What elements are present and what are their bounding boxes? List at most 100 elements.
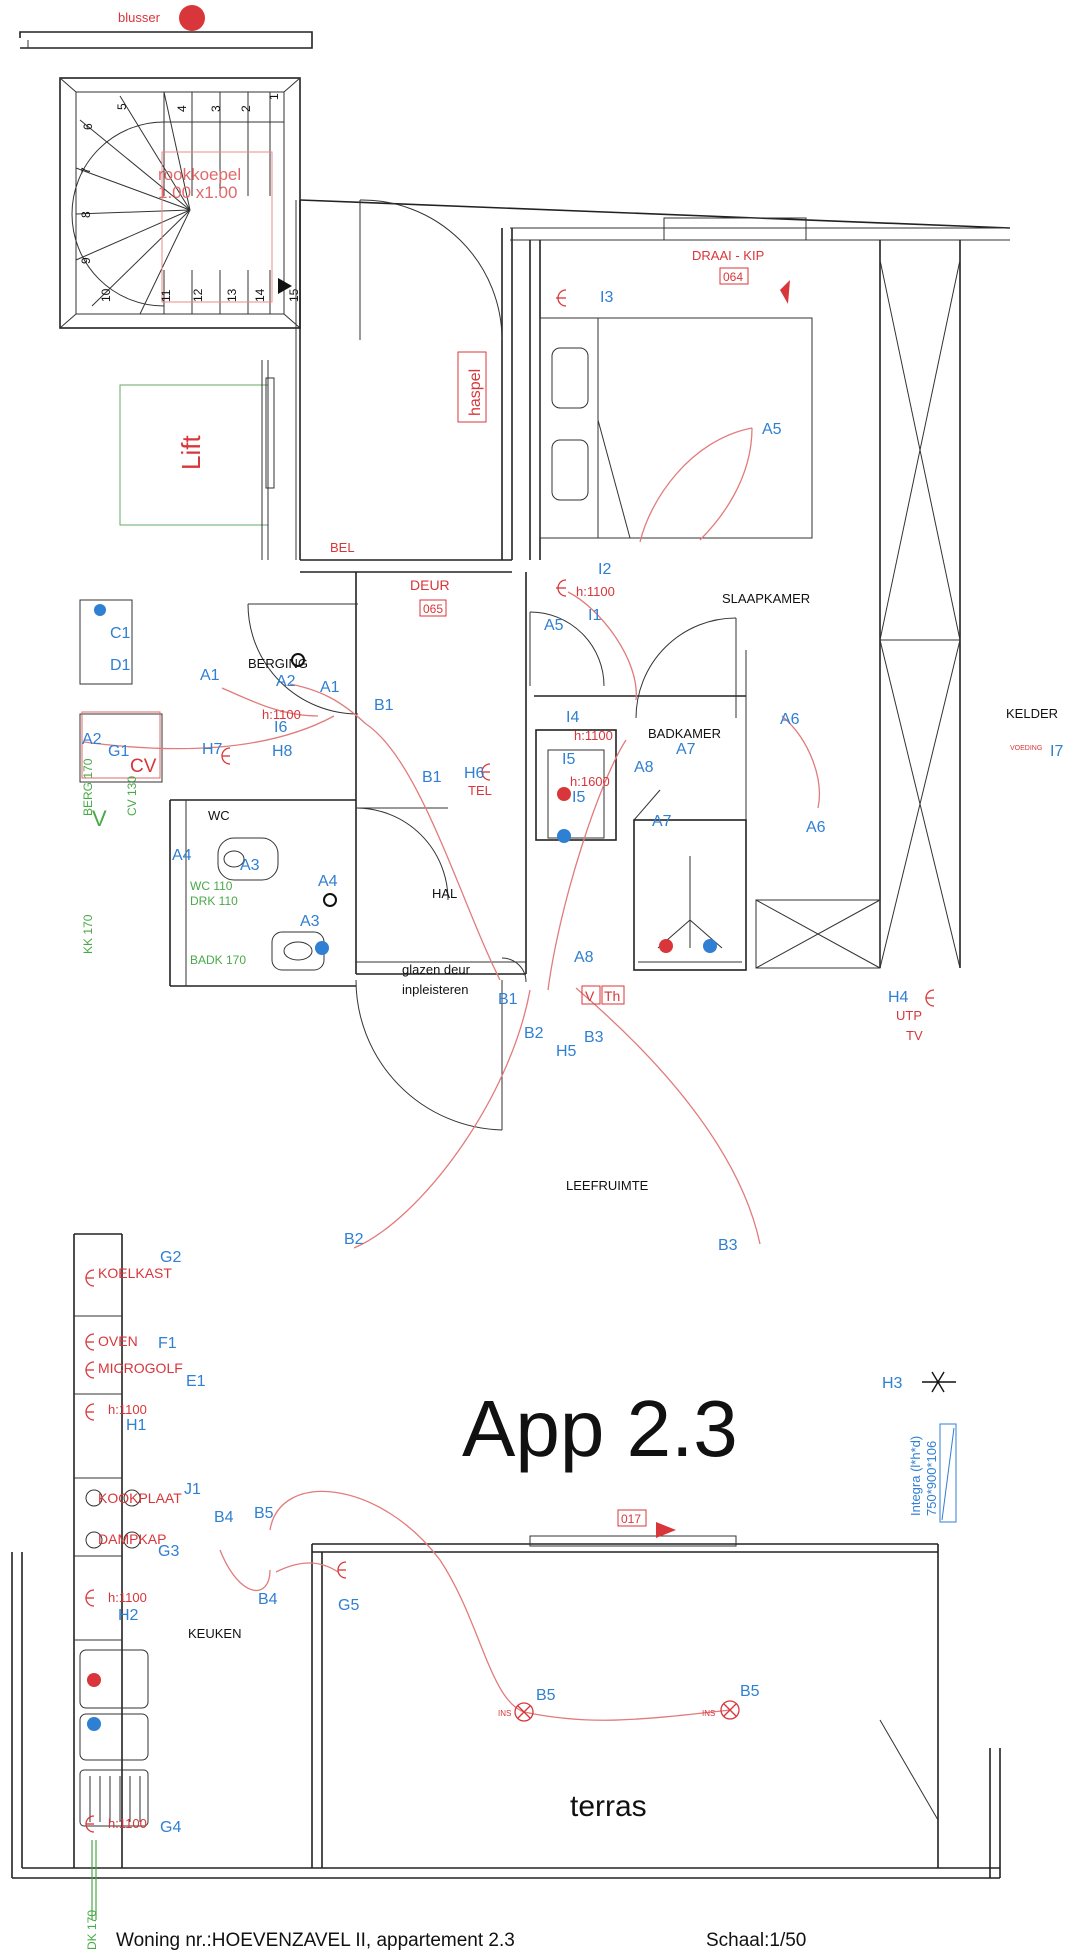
utp-label: UTP [896, 1008, 922, 1023]
tel-label: TEL [468, 783, 492, 798]
height-label: h:1100 [108, 1816, 147, 1831]
stair-number: 8 [79, 211, 93, 218]
lift-label: Lift [176, 435, 206, 470]
circuit-label: I5 [572, 789, 585, 806]
circuit-label: B1 [422, 769, 442, 786]
circuit-label: A3 [240, 857, 260, 874]
circuit-label: G2 [160, 1249, 181, 1266]
drk-label: DRK 110 [190, 894, 238, 908]
glazen-deur-label: glazen deur [402, 962, 471, 977]
badk-label: BADK 170 [190, 953, 246, 967]
circuit-label: A7 [652, 813, 672, 830]
fire-extinguisher-icon [179, 5, 205, 31]
circuit-label: A4 [172, 847, 192, 864]
walls [79, 199, 1011, 987]
berg-label: BERG 170 [81, 758, 95, 816]
circuit-label: I6 [274, 719, 287, 736]
circuit-label: G4 [160, 1819, 181, 1836]
circuit-label: A7 [676, 741, 696, 758]
tv-label: TV [906, 1028, 923, 1043]
circuit-label: B1 [374, 697, 394, 714]
stair-number: 2 [239, 105, 253, 112]
stair-number: 13 [225, 288, 239, 302]
kk-label: KK 170 [81, 914, 95, 954]
stair-arrow-icon [278, 278, 292, 294]
circuit-label: B5 [254, 1505, 274, 1522]
circuit-label: B2 [524, 1025, 544, 1042]
circuit-label: A8 [574, 949, 594, 966]
vth-v: V [585, 988, 595, 1004]
light-point-icon [720, 1700, 740, 1720]
wc-label: WC 110 [190, 879, 233, 893]
room-wc: WC [208, 808, 230, 823]
circuit-label: D1 [110, 657, 131, 674]
microgolf-label: MICROGOLF [98, 1360, 183, 1376]
height-label: h:1600 [570, 774, 610, 789]
circuit-label: A5 [544, 617, 564, 634]
draai-code: 064 [723, 270, 743, 284]
room-berging: BERGING [248, 656, 308, 671]
water-supply-icon [94, 604, 106, 616]
water-supply-icon [703, 939, 717, 953]
circuit-label: E1 [186, 1373, 206, 1390]
circuit-label: B3 [718, 1237, 738, 1254]
haspel-label: haspel [467, 369, 484, 416]
wiring [83, 427, 820, 1721]
annotations: Lift haspel BEL DEUR 065 DRAAI - KIP 064… [81, 248, 1042, 1950]
cv-unit-icon [81, 711, 161, 779]
v-label: V [92, 806, 107, 831]
circuit-label: H8 [272, 743, 293, 760]
stair-number: 11 [159, 289, 173, 302]
circuit-label: B4 [258, 1591, 278, 1608]
height-label: h:1100 [108, 1590, 147, 1605]
stairwell: 1 2 3 4 5 6 7 8 9 10 11 12 13 14 15 [19, 31, 313, 329]
koelkast-label: KOELKAST [98, 1265, 172, 1281]
cv-label: CV [130, 756, 157, 777]
room-leefruimte: LEEFRUIMTE [566, 1178, 649, 1193]
circuit-label: H1 [126, 1417, 147, 1434]
stair-number: 6 [81, 123, 95, 130]
height-label: h:1100 [262, 707, 301, 722]
stair-number: 15 [287, 288, 301, 302]
draai-kip-label: DRAAI - KIP [692, 248, 764, 263]
deur-code: 065 [423, 602, 443, 616]
circuit-label: B5 [536, 1687, 556, 1704]
kookplaat-label: KOOKPLAAT [98, 1490, 182, 1506]
room-badkamer: BADKAMER [648, 726, 721, 741]
water-supply-icon [315, 941, 329, 955]
circuit-label: H7 [202, 741, 223, 758]
kitchen-counter [73, 1233, 149, 1868]
circuit-label: I7 [1050, 743, 1063, 760]
light-point-icon [514, 1702, 534, 1722]
terrace-walls [11, 1535, 1001, 1879]
oven-label: OVEN [98, 1333, 138, 1349]
circuit-label: A1 [320, 679, 340, 696]
circuit-label: I4 [566, 709, 579, 726]
room-slaapkamer: SLAAPKAMER [722, 591, 810, 606]
room-terras: terras [570, 1790, 647, 1823]
room-hal: HAL [432, 886, 457, 901]
circuit-label: B2 [344, 1231, 364, 1248]
circuit-label: A6 [806, 819, 826, 836]
height-label: h:1100 [574, 728, 613, 743]
voeding-label: VOEDING [1010, 745, 1042, 752]
circuit-label: F1 [158, 1335, 177, 1352]
dampkap-label: DAMPKAP [98, 1531, 166, 1547]
integra-label: Integra (l*h*d) [908, 1436, 923, 1516]
stair-number: 9 [79, 257, 93, 264]
circuit-label: I5 [562, 751, 575, 768]
circuit-label: H5 [556, 1043, 577, 1060]
room-kelder: KELDER [1006, 706, 1058, 721]
circuit-label: C1 [110, 625, 131, 642]
stair-number: 14 [253, 288, 267, 302]
circuit-label: B4 [214, 1509, 234, 1526]
room-keuken: KEUKEN [188, 1626, 241, 1641]
rookkoepel-size: 1.00 x1.00 [158, 183, 237, 202]
circuit-label: A5 [762, 421, 782, 438]
stair-number: 4 [175, 105, 189, 112]
stair-number: 7 [79, 167, 93, 174]
glazen-deur-label-2: inpleisteren [402, 982, 469, 997]
circuit-label: G3 [158, 1543, 179, 1560]
circuit-label: H4 [888, 989, 909, 1006]
water-supply-icon [557, 829, 571, 843]
